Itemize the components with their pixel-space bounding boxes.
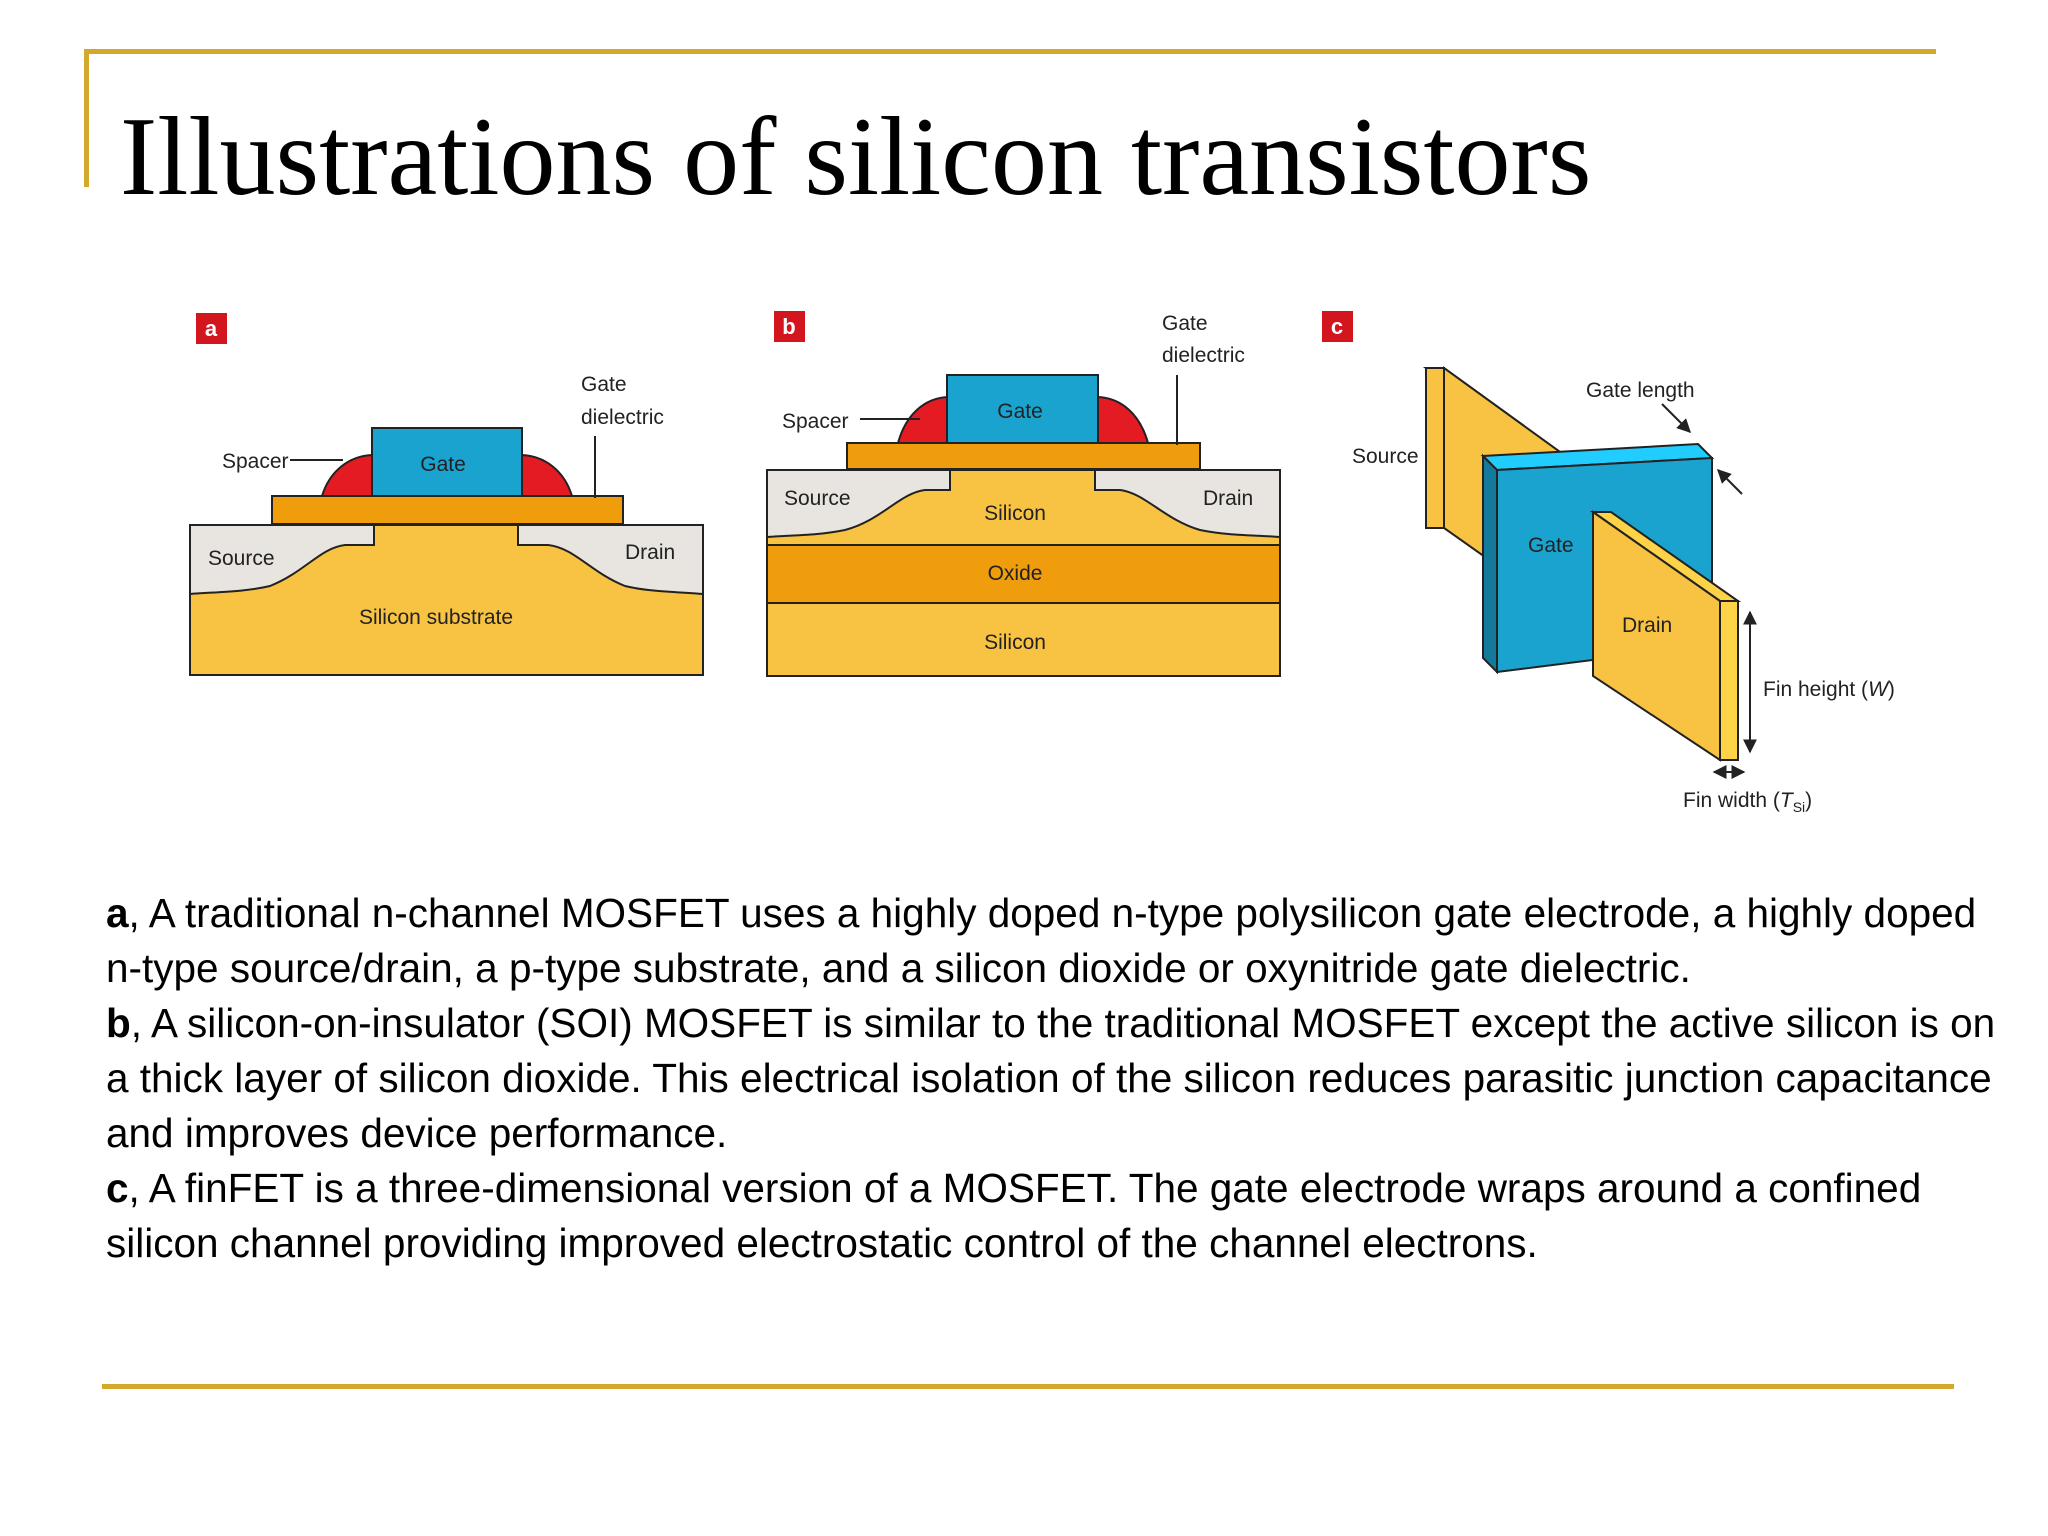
panel-b-letter: b — [782, 314, 795, 339]
panel-b-spacer-right — [1097, 395, 1150, 444]
panel-a-drain-region — [517, 524, 704, 596]
panel-a-source-label: Source — [208, 547, 275, 570]
panel-a-spacer-right — [521, 453, 574, 497]
caption-b: b, A silicon-on-insulator (SOI) MOSFET i… — [106, 996, 2006, 1161]
panel-b-oxide-label: Oxide — [988, 562, 1043, 585]
panel-c-drain-fin-end — [1719, 600, 1739, 761]
panel-a-drain-label: Drain — [625, 541, 675, 564]
panel-b-drain-label: Drain — [1203, 487, 1253, 510]
panel-c-gate-label: Gate — [1528, 534, 1574, 557]
panel-c-gate-length-arrow-2 — [1717, 469, 1743, 495]
caption-a-letter: a — [106, 890, 129, 936]
panel-a: a Gate Gate dielectric Spacer Source Dra… — [189, 313, 704, 676]
panel-b-gate — [946, 374, 1099, 444]
panel-b-silicon-top-label: Silicon — [984, 502, 1046, 525]
caption-c-letter: c — [106, 1165, 129, 1211]
panel-b-gate-label: Gate — [997, 400, 1043, 423]
panel-c: c Gate length Source Gate Drain Fin heig… — [1322, 311, 1895, 815]
panel-c-fin-width-label: Fin width (TSi) — [1683, 789, 1812, 815]
panel-a-gate — [371, 427, 523, 497]
panel-c-drain-label: Drain — [1622, 614, 1672, 637]
panel-a-substrate-label: Silicon substrate — [359, 606, 513, 629]
panel-a-source-region — [189, 524, 375, 596]
panel-b-gate-dielectric-label-1: Gate — [1162, 312, 1208, 335]
panel-b-tag — [774, 311, 805, 342]
panel-c-source-label: Source — [1352, 445, 1419, 468]
panel-b: b Gate Gate dielectric Spacer Source Dra… — [766, 311, 1281, 677]
panel-c-gate-left-side — [1482, 453, 1498, 675]
panel-c-letter: c — [1331, 314, 1343, 339]
panel-b-silicon-bottom-layer — [766, 602, 1281, 677]
caption-c: c, A finFET is a three-dimensional versi… — [106, 1161, 2006, 1271]
panel-c-gate-length-arrow-1 — [1661, 403, 1691, 433]
panel-a-gate-dielectric — [271, 495, 624, 525]
panel-b-gate-dielectric — [846, 442, 1201, 470]
caption-b-letter: b — [106, 1000, 131, 1046]
panel-c-tag — [1322, 311, 1353, 342]
caption-c-text: , A finFET is a three-dimensional versio… — [106, 1165, 1922, 1266]
panel-b-drain-region — [1094, 469, 1281, 539]
panel-a-tag — [196, 313, 227, 344]
panel-c-gate-length-label: Gate length — [1586, 379, 1695, 402]
panel-a-gate-label: Gate — [420, 453, 466, 476]
top-accent-rule — [84, 49, 1936, 54]
left-accent-rule — [84, 49, 89, 187]
panel-b-source-label: Source — [784, 487, 851, 510]
panel-b-silicon-bottom-label: Silicon — [984, 631, 1046, 654]
panel-a-spacer-left — [320, 453, 373, 497]
bottom-accent-rule — [102, 1384, 1954, 1389]
figure-caption: a, A traditional n-channel MOSFET uses a… — [106, 886, 2006, 1271]
caption-a-text: , A traditional n-channel MOSFET uses a … — [106, 890, 1977, 991]
panel-b-spacer-label: Spacer — [782, 410, 849, 433]
panel-a-spacer-label: Spacer — [222, 450, 289, 473]
panel-a-letter: a — [205, 316, 218, 341]
panel-c-fin-height-label: Fin height (W) — [1763, 678, 1895, 701]
panel-c-source-fin-face — [1425, 367, 1445, 529]
panel-a-gate-dielectric-label-1: Gate — [581, 373, 627, 396]
panel-b-source-region — [766, 469, 951, 539]
transistor-figure: a Gate Gate dielectric Spacer Source Dra… — [189, 311, 1895, 815]
slide-title: Illustrations of silicon transistors — [120, 95, 1592, 219]
panel-a-gate-dielectric-label-2: dielectric — [581, 406, 664, 429]
panel-b-gate-dielectric-label-2: dielectric — [1162, 344, 1245, 367]
caption-b-text: , A silicon-on-insulator (SOI) MOSFET is… — [106, 1000, 1996, 1156]
caption-a: a, A traditional n-channel MOSFET uses a… — [106, 886, 2006, 996]
